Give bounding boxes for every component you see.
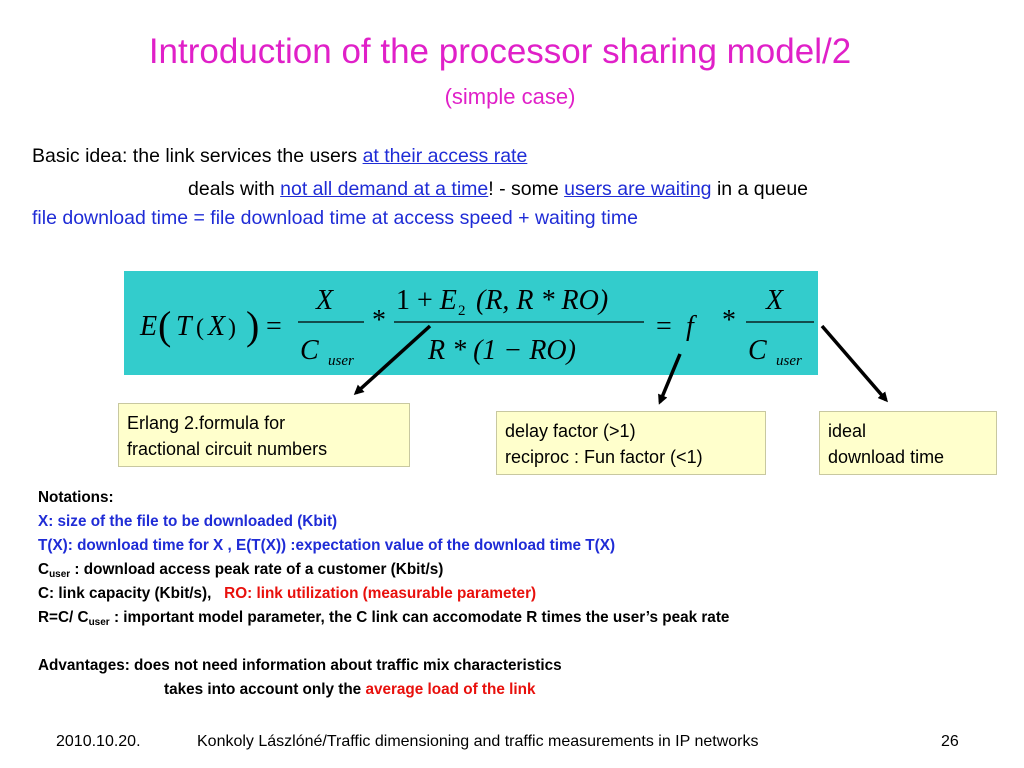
basic-idea-text: Basic idea: the link services the users <box>32 145 363 167</box>
erlang-callout-line-1: Erlang 2.formula for <box>127 413 286 433</box>
ideal-time-callout: ideal download time <box>819 411 997 475</box>
c-def: C: link capacity (Kbit/s), <box>38 585 212 602</box>
advantages-line-1: Advantages: does not need information ab… <box>38 657 562 674</box>
delay-callout-line-1: delay factor (>1) <box>505 421 636 441</box>
formula-equals-2: = <box>656 311 672 342</box>
footer-date: 2010.10.20. <box>56 733 141 750</box>
arrow-to-ideal <box>820 324 888 403</box>
download-time-definition: file download time = file download time … <box>32 207 638 229</box>
users-waiting-link[interactable]: users are waiting <box>564 178 712 200</box>
cuser-def: : download access peak rate of a custome… <box>70 561 444 578</box>
delay-factor-callout: delay factor (>1) reciproc : Fun factor … <box>496 411 766 475</box>
notation-cuser: Cuser : download access peak rate of a c… <box>38 561 443 580</box>
notation-t: T(X): download time for X , E(T(X)) :exp… <box>38 537 616 554</box>
average-load-highlight: average load of the link <box>365 681 536 698</box>
frac3-den-c: C <box>748 335 767 366</box>
formula-paren-open: ( <box>158 303 171 348</box>
formula-lhs-e: E <box>139 311 157 342</box>
slide-title: Introduction of the processor sharing mo… <box>148 32 852 71</box>
deals-with-text: deals with <box>188 178 281 200</box>
advantages-line-2: takes into account only the average load… <box>164 681 535 699</box>
erlang-callout: Erlang 2.formula for fractional circuit … <box>118 403 410 467</box>
notation-r: R=C/ Cuser : important model parameter, … <box>38 609 729 628</box>
times-2: * <box>722 305 736 336</box>
basic-idea-line-1: Basic idea: the link services the users … <box>32 145 527 168</box>
arrow-to-erlang <box>353 324 432 396</box>
frac1-den-c: C <box>300 335 319 366</box>
cuser-c: C <box>38 561 50 578</box>
not-all-demand-link[interactable]: not all demand at a time <box>280 178 489 200</box>
slide-subtitle: (simple case) <box>444 84 576 109</box>
frac1-den-sub: user <box>328 353 354 369</box>
notation-x: X: size of the file to be downloaded (Kb… <box>38 513 338 530</box>
cuser-sub: user <box>49 569 71 580</box>
factor-f: f <box>686 311 697 342</box>
notation-c: C: link capacity (Kbit/s), RO: link util… <box>38 585 536 603</box>
erlang-callout-line-2: fractional circuit numbers <box>127 439 328 459</box>
frac3-numerator: X <box>765 285 784 316</box>
frac2-num-args: (R, R * RO) <box>476 285 608 316</box>
frac3-den-sub: user <box>776 353 802 369</box>
notations-heading: Notations: <box>38 489 114 506</box>
ideal-callout-line-2: download time <box>828 447 945 467</box>
formula-lhs-x: X <box>207 311 226 342</box>
footer-author: Konkoly Lászlóné/Traffic dimensioning an… <box>197 733 759 750</box>
access-rate-link[interactable]: at their access rate <box>362 145 528 167</box>
frac2-num-prefix: 1 + E <box>396 285 457 316</box>
formula-box: E ( T ( X ) ) = X C user * 1 + E 2 (R, R… <box>124 271 818 375</box>
delay-callout-line-2: reciproc : Fun factor (<1) <box>505 447 703 467</box>
ro-def: RO: link utilization (measurable paramet… <box>224 585 537 602</box>
page-number: 26 <box>941 733 959 750</box>
formula-inner-paren-open: ( <box>196 315 204 341</box>
formula-inner-paren-close: ) <box>228 315 236 341</box>
ideal-callout-line-1: ideal <box>828 421 867 441</box>
r-sub: user <box>88 617 110 628</box>
basic-idea-line-2: deals with not all demand at a time! - s… <box>188 178 808 201</box>
times-1: * <box>372 305 386 336</box>
r-def: : important model parameter, the C link … <box>109 609 730 626</box>
formula-paren-close: ) <box>246 303 259 348</box>
formula-equals-1: = <box>266 311 282 342</box>
frac2-denominator: R * (1 − RO) <box>427 335 576 366</box>
frac2-num-sub: 2 <box>458 303 466 319</box>
advantages-prefix: takes into account only the <box>164 681 366 698</box>
some-text: ! - some <box>488 178 565 200</box>
frac1-numerator: X <box>315 285 334 316</box>
in-queue-text: in a queue <box>711 178 809 200</box>
formula-lhs-t: T <box>176 311 194 342</box>
arrow-to-delay <box>658 353 682 405</box>
formula-svg: E ( T ( X ) ) = X C user * 1 + E 2 (R, R… <box>139 285 814 369</box>
r-prefix: R=C/ C <box>38 609 89 626</box>
